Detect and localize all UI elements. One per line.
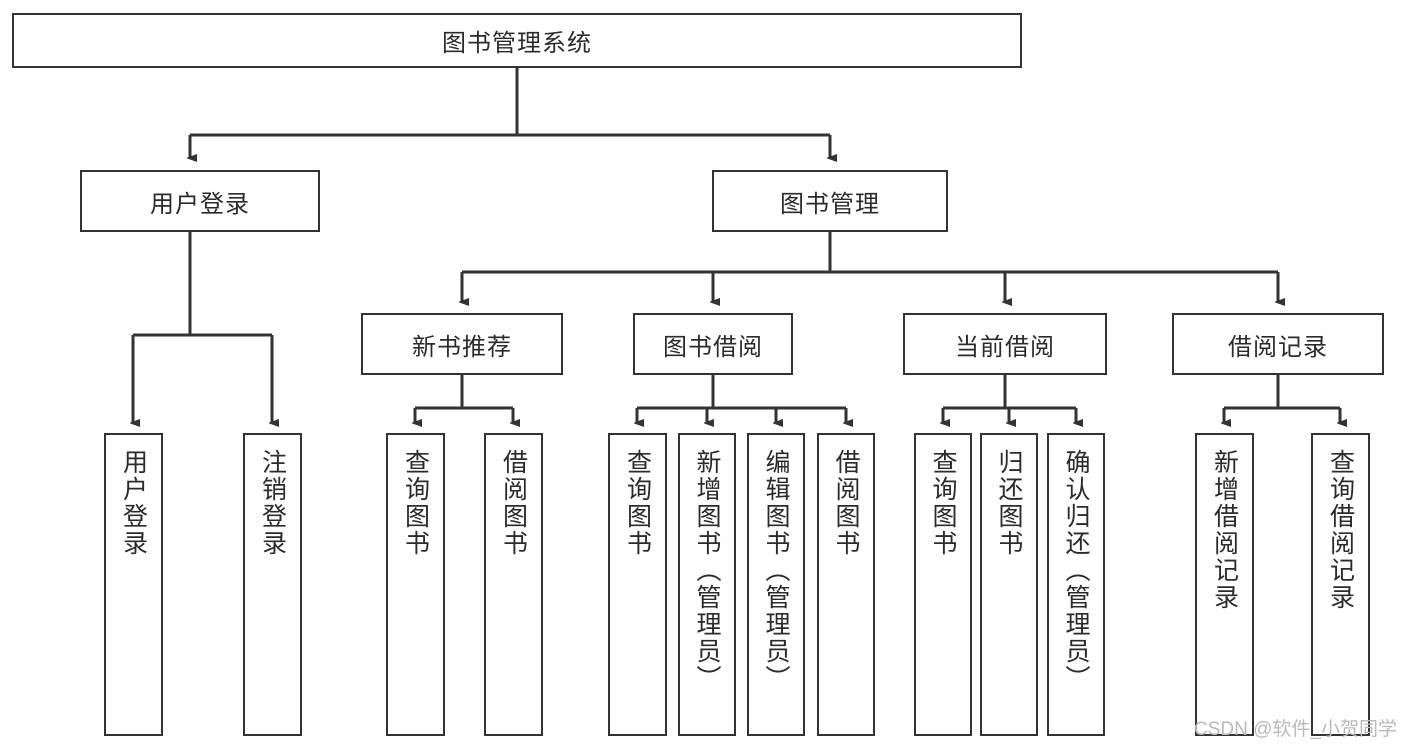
node-leaf-return-book[interactable]: 归还图书	[980, 433, 1038, 736]
node-leaf-query-book-2-label: 查询图书	[623, 449, 652, 557]
node-leaf-edit-book[interactable]: 编辑图书（管理员）	[747, 433, 805, 736]
node-leaf-return-book-label: 归还图书	[995, 449, 1023, 557]
node-user-login-label: 用户登录	[150, 190, 250, 218]
node-leaf-query-book-1[interactable]: 查询图书	[386, 433, 445, 736]
node-leaf-logout-login[interactable]: 注销登录	[243, 433, 302, 736]
node-leaf-query-book-3-label: 查询图书	[929, 449, 957, 557]
node-new-book-recommend[interactable]: 新书推荐	[361, 313, 563, 375]
node-user-login[interactable]: 用户登录	[80, 170, 320, 232]
node-current-borrow-label: 当前借阅	[955, 333, 1055, 361]
node-root-label: 图书管理系统	[442, 30, 592, 57]
node-leaf-query-book-2[interactable]: 查询图书	[608, 433, 667, 736]
node-new-book-recommend-label: 新书推荐	[412, 333, 512, 361]
csdn-watermark: CSDN @软件_小贺同学	[1194, 719, 1397, 740]
node-leaf-add-record-label: 新增借阅记录	[1210, 449, 1239, 611]
node-book-manage-label: 图书管理	[780, 190, 880, 218]
node-leaf-user-login-label: 用户登录	[119, 449, 148, 557]
node-borrow-record-label: 借阅记录	[1228, 333, 1328, 361]
node-root[interactable]: 图书管理系统	[12, 13, 1022, 68]
node-leaf-query-record[interactable]: 查询借阅记录	[1311, 433, 1370, 736]
node-leaf-borrow-book-1[interactable]: 借阅图书	[484, 433, 543, 736]
node-leaf-query-book-1-label: 查询图书	[401, 449, 430, 557]
node-leaf-borrow-book-2-label: 借阅图书	[832, 449, 860, 557]
node-borrow-record[interactable]: 借阅记录	[1172, 313, 1384, 375]
node-book-borrow-label: 图书借阅	[663, 333, 763, 361]
node-leaf-logout-login-label: 注销登录	[258, 449, 287, 557]
node-leaf-query-book-3[interactable]: 查询图书	[914, 433, 972, 736]
node-leaf-borrow-book-2[interactable]: 借阅图书	[817, 433, 875, 736]
node-leaf-confirm-return-label: 确认归还（管理员）	[1062, 449, 1090, 692]
node-leaf-confirm-return[interactable]: 确认归还（管理员）	[1047, 433, 1105, 736]
node-leaf-add-record[interactable]: 新增借阅记录	[1195, 433, 1254, 736]
node-leaf-query-record-label: 查询借阅记录	[1326, 449, 1355, 611]
node-leaf-user-login[interactable]: 用户登录	[104, 433, 163, 736]
node-book-borrow[interactable]: 图书借阅	[633, 313, 793, 375]
node-leaf-edit-book-label: 编辑图书（管理员）	[762, 449, 790, 692]
node-leaf-add-book-label: 新增图书（管理员）	[693, 449, 721, 692]
node-leaf-add-book[interactable]: 新增图书（管理员）	[678, 433, 736, 736]
node-leaf-borrow-book-1-label: 借阅图书	[499, 449, 528, 557]
node-current-borrow[interactable]: 当前借阅	[903, 313, 1107, 375]
node-book-manage[interactable]: 图书管理	[712, 170, 948, 232]
